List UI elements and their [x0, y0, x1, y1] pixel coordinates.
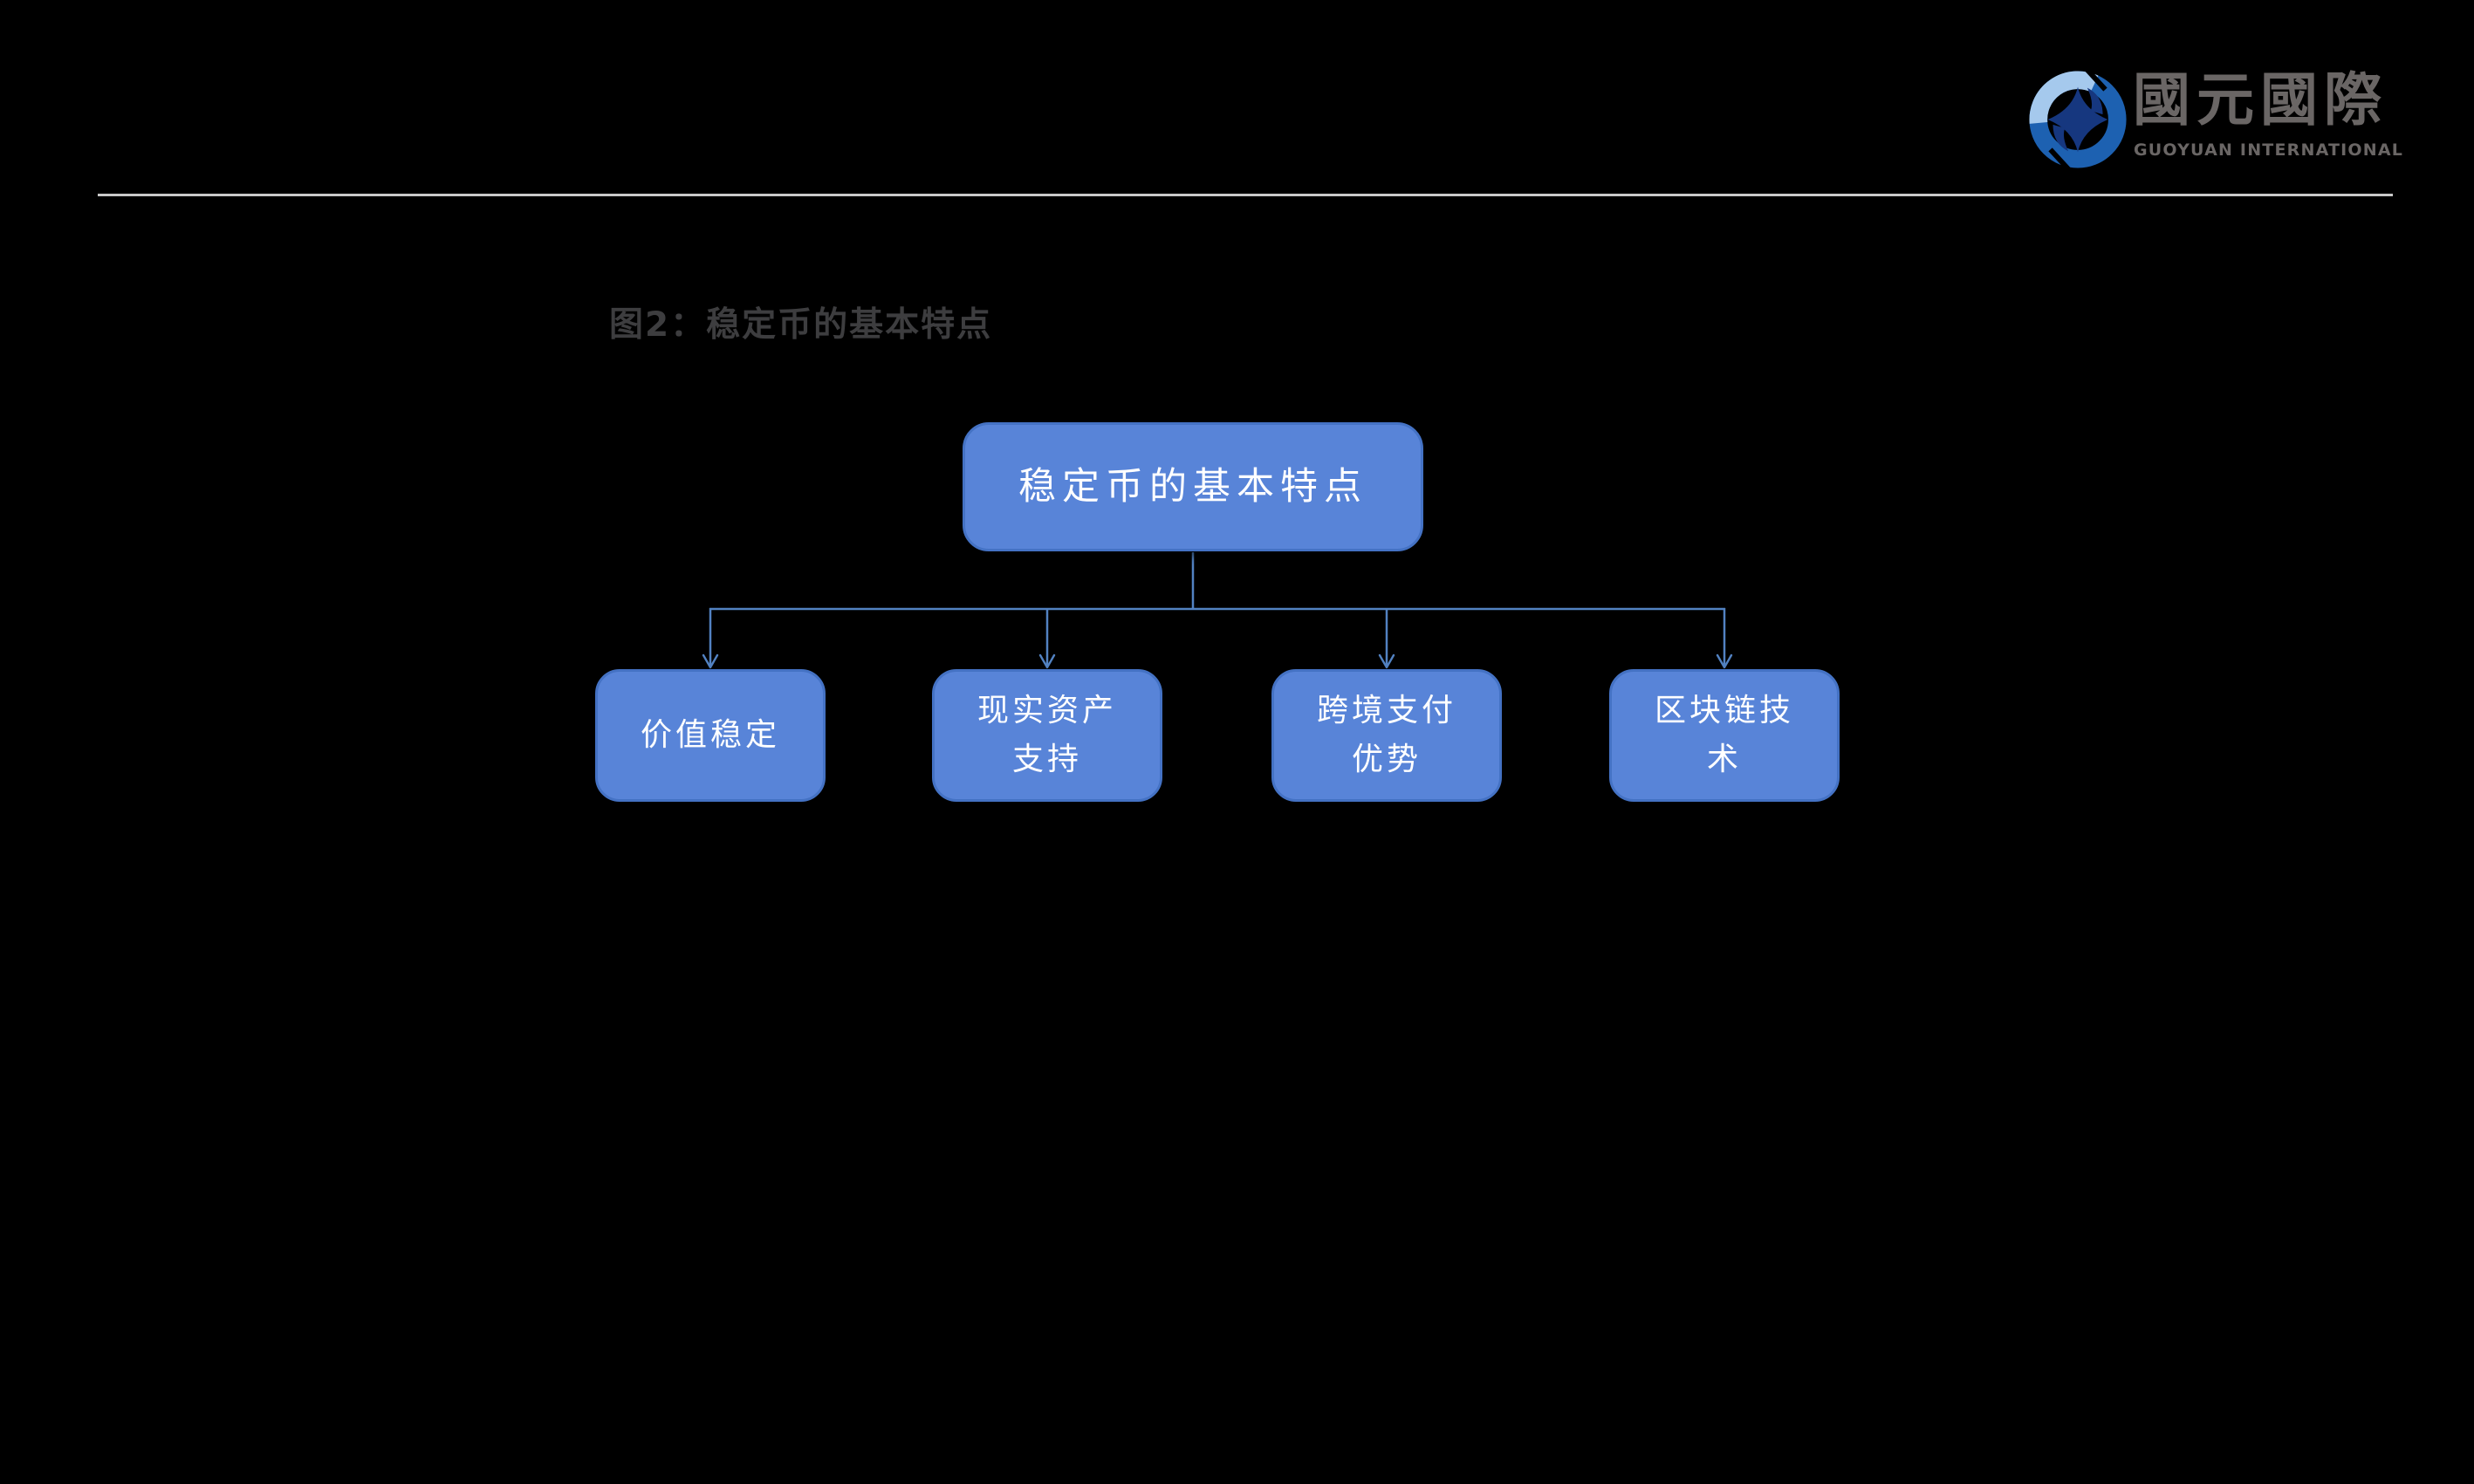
arrowhead-icon: [702, 653, 719, 669]
diagram-node-crossborder-payment: 跨境支付优势: [1271, 669, 1502, 802]
arrowhead-icon: [1716, 653, 1733, 669]
diagram-node-value-stability: 价值稳定: [595, 669, 826, 802]
arrowhead-icon: [1378, 653, 1395, 669]
diagram-node-real-asset-backing: 现实资产支持: [932, 669, 1162, 802]
company-logo: 國元國際 GUOYUAN INTERNATIONAL: [2027, 65, 2402, 178]
diagram-node-root: 稳定币的基本特点: [963, 422, 1423, 551]
guoyuan-logo-icon: [2029, 66, 2127, 173]
logo-name-cn: 國元國際: [2133, 66, 2388, 133]
figure-title: 图2：稳定币的基本特点: [609, 305, 993, 345]
arrowhead-icon: [1038, 653, 1056, 669]
logo-name-en: GUOYUAN INTERNATIONAL: [2134, 140, 2404, 160]
diagram-node-blockchain-tech: 区块链技术: [1609, 669, 1840, 802]
header-divider: [98, 194, 2393, 196]
